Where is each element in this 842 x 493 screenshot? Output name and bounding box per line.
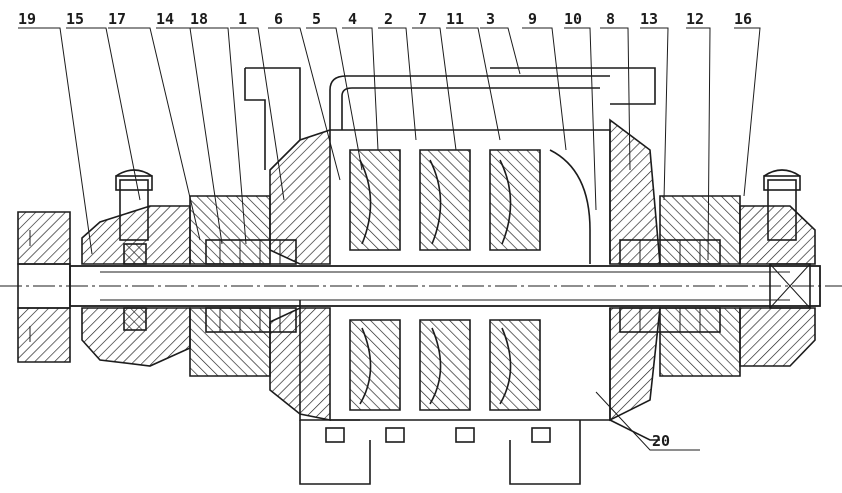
callout-3: 3 [486, 10, 495, 28]
callout-19: 19 [18, 10, 36, 28]
pump-shaft [0, 265, 842, 307]
callout-1: 1 [238, 10, 247, 28]
callout-6: 6 [274, 10, 283, 28]
callout-4: 4 [348, 10, 357, 28]
callout-8: 8 [606, 10, 615, 28]
seal-left [189, 195, 297, 377]
callout-9: 9 [528, 10, 537, 28]
stage-sections-lower [330, 308, 611, 421]
callout-18: 18 [190, 10, 208, 28]
callout-20: 20 [652, 432, 670, 450]
callout-17: 17 [108, 10, 126, 28]
balance-pipe [329, 75, 610, 130]
discharge-casing [490, 67, 661, 441]
pump-feet [299, 420, 581, 485]
callout-13: 13 [640, 10, 658, 28]
stage-sections-upper [330, 129, 611, 264]
callout-5: 5 [312, 10, 321, 28]
callout-2: 2 [384, 10, 393, 28]
seal-right [619, 195, 741, 377]
callout-15: 15 [66, 10, 84, 28]
callout-7: 7 [418, 10, 427, 28]
callout-10: 10 [564, 10, 582, 28]
callout-12: 12 [686, 10, 704, 28]
callout-14: 14 [156, 10, 174, 28]
callout-11: 11 [446, 10, 464, 28]
coupling-left [17, 211, 71, 363]
bearing-housing-right [739, 169, 816, 367]
callout-16: 16 [734, 10, 752, 28]
callout-labels: 19 15 17 14 18 1 6 5 4 2 7 11 3 9 10 8 1… [18, 10, 752, 450]
leader-lines [18, 27, 761, 451]
